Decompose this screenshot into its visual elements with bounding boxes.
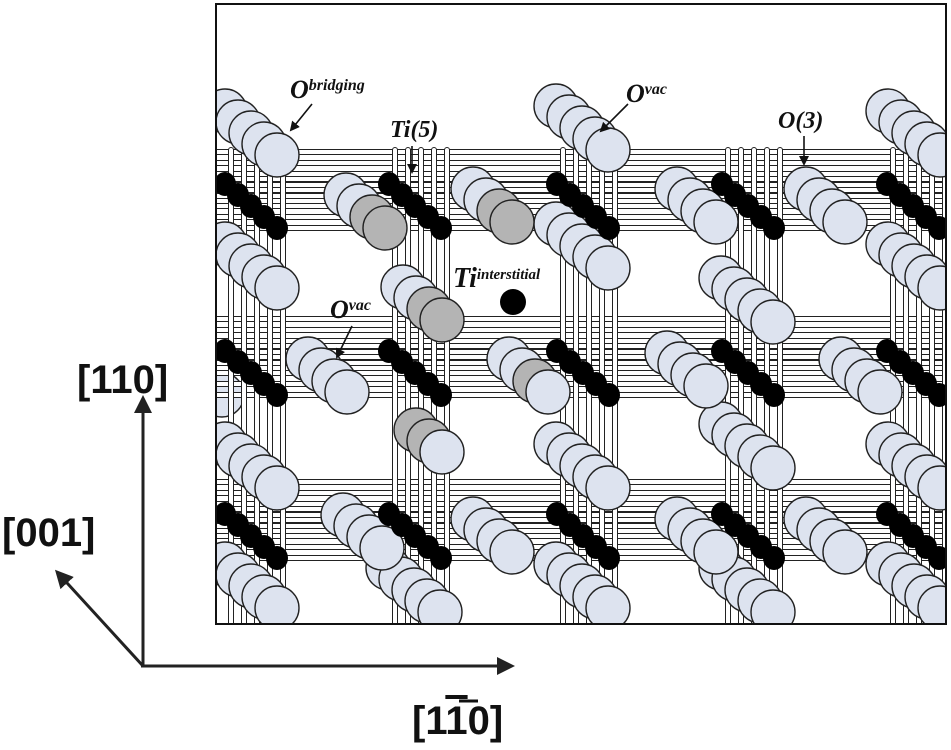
titanium-atom <box>928 383 946 407</box>
titanium-atom <box>928 216 946 240</box>
oxygen-atom <box>419 429 465 475</box>
oxygen-atom <box>585 585 631 624</box>
o-vac-left-arrow <box>335 325 353 359</box>
oxygen-atom <box>585 245 631 291</box>
titanium-atom <box>266 383 288 407</box>
titanium-atom <box>266 216 288 240</box>
oxygen-atom <box>693 199 739 245</box>
titanium-atom <box>598 216 620 240</box>
oxygen-atom <box>362 205 408 251</box>
oxygen-atom <box>822 529 868 575</box>
o-bridging-label: Obridging <box>290 75 365 104</box>
ti-interstitial-atom <box>500 289 526 315</box>
ti5-label: Ti(5) <box>390 117 438 143</box>
oxygen-atom <box>585 465 631 511</box>
titanium-atom <box>763 216 785 240</box>
axis-110-label: [110] <box>77 358 168 402</box>
diagram-frame <box>215 3 947 625</box>
titanium-atom <box>763 546 785 570</box>
ti-interstitial-label: Tiinterstitial <box>453 263 541 294</box>
titanium-atom <box>266 546 288 570</box>
crystal-lattice <box>216 83 946 624</box>
o-vac-left-label: Ovac <box>330 295 371 324</box>
oxygen-atom <box>917 132 946 178</box>
titanium-atom <box>598 383 620 407</box>
o-vac-top-arrow <box>599 103 629 133</box>
titanium-atom <box>928 546 946 570</box>
oxygen-atom <box>585 127 631 173</box>
oxygen-atom <box>750 299 796 345</box>
titanium-atom <box>430 546 452 570</box>
oxygen-atom <box>324 369 370 415</box>
coordinate-axes <box>54 395 515 675</box>
annotation-arrows <box>289 103 809 359</box>
oxygen-atom <box>489 199 535 245</box>
titanium-atom <box>763 383 785 407</box>
oxygen-atom <box>750 589 796 624</box>
axis-bar-digit: 1 <box>445 699 467 743</box>
oxygen-atom <box>489 529 535 575</box>
axis-001-arrow <box>54 569 145 668</box>
o3-label: O(3) <box>778 108 823 134</box>
titanium-atom <box>430 216 452 240</box>
oxygen-atom <box>822 199 868 245</box>
oxygen-atom <box>917 585 946 624</box>
oxygen-atom <box>254 465 300 511</box>
titanium-atom <box>598 546 620 570</box>
oxygen-atom <box>417 589 463 624</box>
o-vac-top-label: Ovac <box>626 79 667 108</box>
axis-1-10-label: [110] <box>412 699 503 743</box>
oxygen-atom <box>750 445 796 491</box>
oxygen-atom <box>254 265 300 311</box>
oxygen-atom <box>857 369 903 415</box>
oxygen-atom <box>917 265 946 311</box>
oxygen-atom <box>254 585 300 624</box>
oxygen-atom <box>254 132 300 178</box>
axis-001-label: [001] <box>2 511 95 555</box>
titanium-atom <box>430 383 452 407</box>
o-bridging-arrow <box>289 103 313 132</box>
oxygen-atom <box>419 297 465 343</box>
oxygen-atom <box>525 369 571 415</box>
oxygen-atom <box>917 465 946 511</box>
oxygen-atom <box>359 525 405 571</box>
oxygen-atom <box>683 363 729 409</box>
oxygen-atom <box>693 529 739 575</box>
